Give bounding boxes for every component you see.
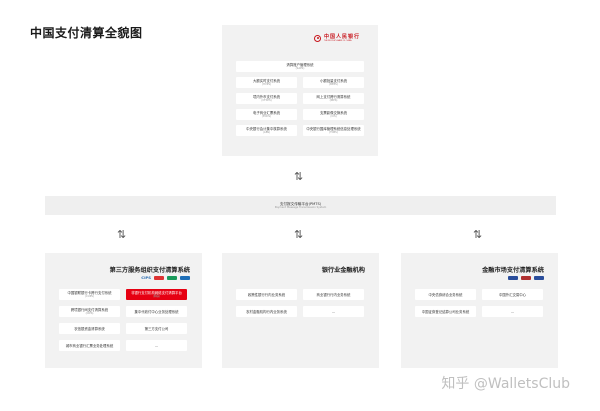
market-cell: 中国外汇交易中心 [482,289,543,300]
pboc-cell-name: 网上支付跨行清算系统 [316,94,351,99]
pboc-panel: 中国人民银行 THE PEOPLE'S BANK OF CHINA 清算账户管理… [222,25,378,156]
pboc-cell-name: 电子商业汇票系统 [252,110,281,115]
pboc-cell-code: (IBPS) [329,98,338,102]
pboc-cell: 大额实时支付系统(HVPS) [236,77,297,88]
third-party-cell-name: 非银行支付机构网络支付清算平台 [131,290,182,295]
arrow-pboc-band: ⇅ [294,170,304,183]
unionpay-logo [154,276,164,280]
nucc-logo [180,276,190,280]
pboc-cell-code: (ECDS) [261,114,272,118]
arrow-band-third-party: ⇅ [117,228,127,241]
pboc-cell-code: (TCBS) [329,130,338,134]
bank-cell-name: ... [331,309,336,314]
pboc-cell-name: 中央银行会计集中核算系统 [246,126,287,131]
third-party-cell-name: 跨境银行间支付清算系统 [70,307,109,312]
watermark: 知乎 @WalletsClub [441,376,570,392]
pboc-cell-code: (HVPS) [262,82,271,86]
pmts-band: 支付报文传输平台(PMTS) Payment Message Transmiss… [45,196,556,215]
pboc-logo: 中国人民银行 THE PEOPLE'S BANK OF CHINA [314,34,360,43]
pboc-cell: 网上支付跨行清算系统(IBPS) [303,93,364,104]
bank-cell: ... [303,306,364,317]
third-party-cell: 农信银资金清算系统 [59,323,120,334]
bank-cell: 政策性银行行内业务系统 [236,289,297,300]
pboc-cell-name: 支票影像交换系统 [319,110,348,115]
third-party-cell: 中国银联银行卡跨行支付系统(CUPS) [59,289,120,300]
market-logo-3 [534,276,544,280]
third-party-cell: 非银行支付机构网络支付清算平台(网联) [126,289,187,300]
cips-logo: CIPS [141,275,151,280]
pboc-cell-name: 境内外币支付系统 [252,94,281,99]
market-logo-1 [508,276,518,280]
market-cell-name: 中国证券登记结算公司业务系统 [421,309,470,314]
third-party-cell-name: 第三方支付公司 [144,326,169,331]
third-party-title: 第三方服务组织支付清算系统 [109,267,190,274]
pboc-logo-cn: 中国人民银行 [324,34,361,40]
third-party-cell: 集中代收付中心业务处理系统 [126,306,187,317]
pboc-cell: 中央银行会计集中核算系统(ABS) [236,125,297,136]
third-party-cell-name: 农信银资金清算系统 [74,326,105,331]
clearing-logo [167,276,177,280]
pboc-cell: 电子商业汇票系统(ECDS) [236,109,297,120]
market-cell: ... [482,306,543,317]
pboc-cell-code: (CFXPS) [261,98,272,102]
saps-cell: 清算账户管理系统 (SAPS) [236,61,364,72]
market-logo-2 [521,276,531,280]
pboc-cell-code: (CIS) [330,114,337,118]
market-cell: 中央债券综合业务系统 [415,289,476,300]
bank-cell: 农村金融机构行内业务系统 [236,306,297,317]
pboc-logo-en: THE PEOPLE'S BANK OF CHINA [324,40,352,42]
market-cell-name: 中央债券综合业务系统 [428,292,463,297]
pboc-cell: 支票影像交换系统(CIS) [303,109,364,120]
third-party-cell: 城市商业银行汇票业务处理系统 [59,340,120,351]
arrow-band-market: ⇅ [473,228,483,241]
market-panel: 金融市场支付清算系统 中央债券综合业务系统 中国外汇交易中心中国证券登记结算公司业… [401,253,558,368]
market-cell: 中国证券登记结算公司业务系统 [415,306,476,317]
third-party-cell: ... [126,340,187,351]
diagram-title: 中国支付清算全貌图 [30,26,143,40]
third-party-cell-name: 城市商业银行汇票业务处理系统 [65,343,114,348]
pboc-cell-name: 中央银行国库管理系统信息处理系统 [306,126,361,131]
third-party-cell-code: (网联) [152,294,161,298]
pboc-cell-name: 大额实时支付系统 [252,78,281,83]
pmts-name: 支付报文传输平台(PMTS) [279,201,322,206]
third-party-cell-code: (CIPS) [85,311,94,315]
bank-cell-name: 商业银行行内业务系统 [316,292,351,297]
third-party-cell-name: 集中代收付中心业务处理系统 [134,309,179,314]
pboc-cell: 小额批量支付系统(BEPS) [303,77,364,88]
market-cell-name: ... [510,309,515,314]
bank-cell-name: 农村金融机构行内业务系统 [246,309,287,314]
bank-title: 银行业金融机构 [321,267,365,274]
bank-panel: 银行业金融机构 政策性银行行内业务系统 商业银行行内业务系统农村金融机构行内业务系… [222,253,379,368]
third-party-cell-name: ... [154,343,159,348]
third-party-cell-name: 中国银联银行卡跨行支付系统 [67,290,112,295]
bank-cell-name: 政策性银行行内业务系统 [247,292,286,297]
third-party-cell: 第三方支付公司 [126,323,187,334]
market-title: 金融市场支付清算系统 [482,267,544,274]
pboc-cell-name: 小额批量支付系统 [319,78,348,83]
pboc-cell: 中央银行国库管理系统信息处理系统(TCBS) [303,125,364,136]
third-party-cell: 跨境银行间支付清算系统(CIPS) [59,306,120,317]
pboc-seal-icon [314,34,321,42]
third-party-logos: CIPS [141,276,190,280]
market-cell-name: 中国外汇交易中心 [498,292,527,297]
third-party-panel: 第三方服务组织支付清算系统 CIPS 中国银联银行卡跨行支付系统(CUPS) 非银… [45,253,202,368]
pboc-cell: 境内外币支付系统(CFXPS) [236,93,297,104]
third-party-cell-code: (CUPS) [85,294,94,298]
arrow-band-bank: ⇅ [294,228,304,241]
bank-cell: 商业银行行内业务系统 [303,289,364,300]
pmts-en: Payment Message Transmission System [274,206,327,210]
market-logos [508,276,544,280]
pboc-cell-code: (BEPS) [329,82,338,86]
pboc-cell-code: (ABS) [262,130,271,134]
